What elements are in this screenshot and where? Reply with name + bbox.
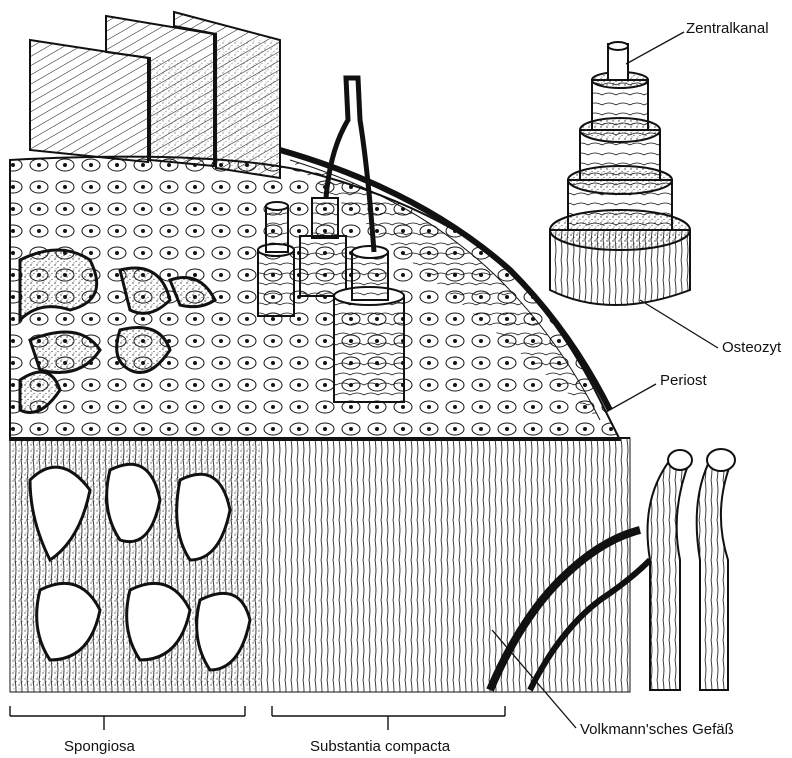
label-spongiosa: Spongiosa: [64, 738, 135, 755]
cut-slabs: [30, 12, 280, 178]
brackets: [10, 706, 505, 730]
label-periost: Periost: [660, 372, 707, 389]
osteon-detail: [550, 42, 690, 305]
label-osteozyt: Osteozyt: [722, 339, 781, 356]
label-volkmann-gefaess: Volkmann'sches Gefäß: [580, 721, 734, 738]
label-zentralkanal: Zentralkanal: [686, 20, 769, 37]
label-substantia-compacta: Substantia compacta: [310, 738, 450, 755]
bone-cross-section: [10, 438, 630, 692]
